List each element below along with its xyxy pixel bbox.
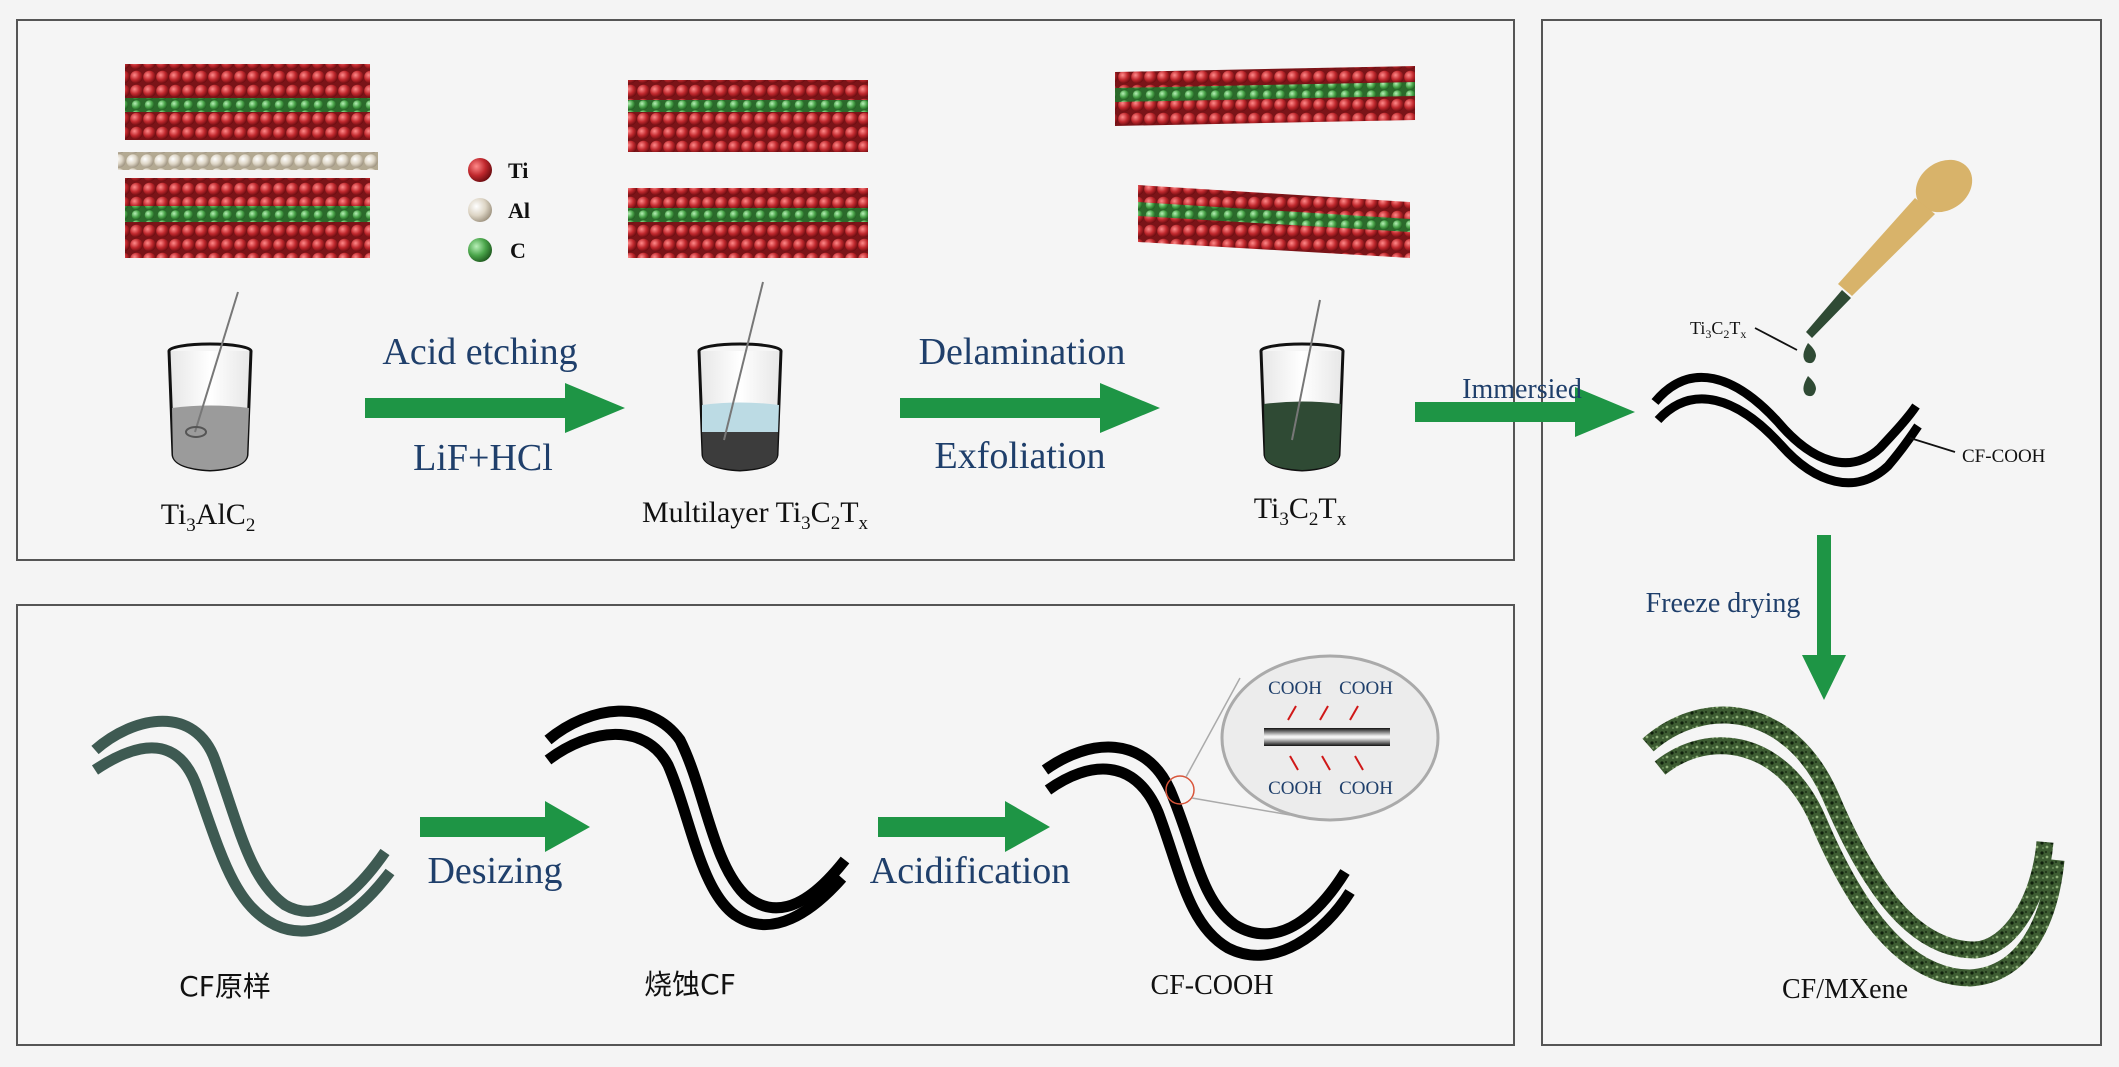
dropper-label: Ti3C2Tx [1690, 318, 1746, 341]
zoom-fiber-rod [1264, 728, 1390, 746]
cooh-label-4: COOH [1339, 778, 1393, 799]
dropper [1803, 159, 1973, 397]
dropper-label-leader [1754, 327, 1798, 351]
zoom-spot [1165, 775, 1195, 805]
step-desizing: Desizing [427, 850, 562, 892]
cf-desized-fiber [544, 705, 850, 931]
cf-cooh-fiber-right [1651, 372, 1922, 488]
step-delamination: Delamination [919, 331, 1126, 373]
step-freeze-drying: Freeze drying [1646, 588, 1801, 619]
cf-raw-fiber [91, 715, 395, 937]
label-cf-cooh-bottom: CF-COOH [1151, 970, 1274, 1001]
label-ti3alc2: Ti3AlC2 [161, 498, 256, 536]
legend-c-label: C [510, 238, 526, 263]
label-cf-raw: CF原样 [179, 970, 271, 1003]
multilayer-crystal [628, 80, 868, 258]
arrow-freeze-drying [1802, 535, 1846, 700]
cooh-label-1: COOH [1268, 678, 1322, 699]
zoom-line-top [1185, 677, 1241, 778]
legend-ti-swatch [468, 158, 492, 182]
cooh-label-2: COOH [1339, 678, 1393, 699]
cf-cooh-leader [1909, 437, 1956, 453]
arrow-acid-etching [365, 383, 625, 433]
zoom-line-bottom [1191, 797, 1291, 816]
product-label: CF/MXene [1782, 974, 1908, 1005]
step-acid-etching: Acid etching [382, 331, 577, 373]
label-ti3c2tx: Ti3C2Tx [1254, 492, 1347, 530]
arrow-acidification [878, 801, 1050, 852]
step-lif-hcl: LiF+HCl [413, 437, 553, 479]
cf-cooh-label-right: CF-COOH [1962, 446, 2046, 467]
label-cf-desized: 烧蚀CF [644, 968, 736, 1001]
arrow-desizing [420, 801, 590, 852]
cooh-bonds [1287, 705, 1364, 771]
arrow-delamination [900, 383, 1160, 433]
step-acidification: Acidification [870, 850, 1070, 892]
cooh-label-3: COOH [1268, 778, 1322, 799]
ti3alc2-crystal [118, 64, 378, 258]
cf-mxene-fiber [1642, 706, 2065, 987]
arrow-immersed [1415, 387, 1635, 437]
label-multilayer: Multilayer Ti3C2Tx [642, 496, 869, 534]
delaminated-crystal [1115, 66, 1415, 258]
step-exfoliation: Exfoliation [935, 435, 1106, 477]
legend-c-swatch [468, 238, 492, 262]
legend: Ti Al C [468, 158, 530, 263]
legend-al-swatch [468, 198, 492, 222]
right-panel-frame [1541, 19, 2102, 1046]
beaker-multilayer [697, 281, 783, 472]
legend-al-label: Al [508, 198, 530, 223]
cf-cooh-fiber-bottom [1041, 741, 1355, 961]
step-immersed: Immersied [1462, 374, 1582, 405]
legend-ti-label: Ti [508, 158, 528, 183]
beaker-ti3alc2 [167, 291, 253, 472]
beaker-ti3c2tx [1259, 299, 1345, 472]
